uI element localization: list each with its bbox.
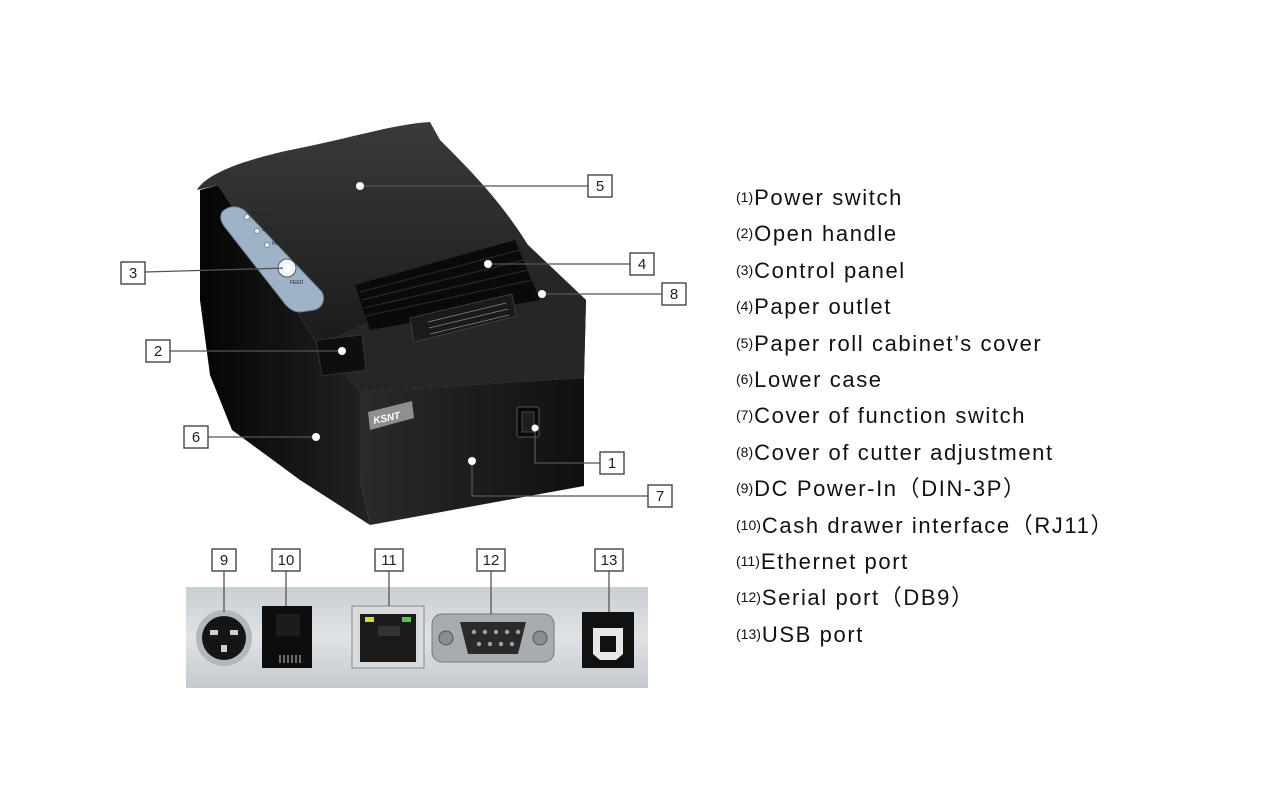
- callout-13: 13: [594, 548, 624, 572]
- leader-1: [534, 428, 600, 464]
- svg-text:11: 11: [381, 552, 397, 569]
- legend-item: (4)Paper outlet: [736, 294, 892, 320]
- callout-11: 11: [374, 548, 404, 572]
- serial-port: [431, 613, 555, 663]
- legend-item: (8)Cover of cutter adjustment: [736, 439, 1054, 465]
- lower-case: [360, 378, 584, 525]
- legend-item: (13)USB port: [736, 621, 864, 647]
- leader-lines: [144, 185, 662, 614]
- legend-item: (11)Ethernet port: [736, 548, 909, 574]
- caution-label: [409, 293, 517, 343]
- callout-10: 10: [271, 548, 301, 572]
- svg-text:3: 3: [129, 265, 137, 282]
- panel-label-error: ERROR: [262, 227, 280, 233]
- svg-text:5: 5: [596, 178, 604, 195]
- svg-text:2: 2: [154, 343, 162, 360]
- open-handle[interactable]: [315, 334, 367, 377]
- callout-4: 4: [629, 252, 655, 276]
- legend-item: (5)Paper roll cabinet’s cover: [736, 330, 1043, 356]
- dc-power-port: [196, 610, 252, 666]
- svg-text:7: 7: [656, 488, 664, 505]
- printer-left-side: [200, 185, 370, 525]
- svg-text:4: 4: [638, 256, 646, 273]
- legend-item: (10)Cash drawer interface（RJ11）: [736, 512, 1115, 538]
- ethernet-port: [351, 605, 425, 669]
- paper-led: [264, 242, 270, 248]
- legend-item: (12)Serial port（DB9）: [736, 585, 975, 611]
- panel-label-paper: PAPER: [272, 241, 289, 247]
- callout-8: 8: [661, 282, 687, 306]
- usb-port: [582, 612, 634, 668]
- svg-text:12: 12: [483, 552, 500, 569]
- cash-drawer-port: [262, 606, 312, 668]
- marker-dots: [283, 182, 546, 465]
- printer: POWER ERROR PAPER FEED KSNT: [197, 122, 586, 525]
- legend-item: (3)Control panel: [736, 257, 906, 283]
- legend-item: (2)Open handle: [736, 221, 898, 247]
- callout-6: 6: [183, 425, 209, 449]
- panel-label-power: POWER: [252, 211, 271, 217]
- power-led: [244, 214, 250, 220]
- leader-7: [471, 461, 648, 497]
- error-led: [254, 228, 260, 234]
- control-panel: [220, 206, 325, 313]
- callout-9: 9: [211, 548, 237, 572]
- svg-text:8: 8: [670, 286, 678, 303]
- callout-7: 7: [647, 484, 673, 508]
- port-strip: [186, 587, 648, 688]
- callout-12: 12: [476, 548, 506, 572]
- panel-label-feed: FEED: [290, 280, 304, 286]
- legend-item: (9)DC Power-In（DIN-3P）: [736, 476, 1027, 502]
- svg-text:1: 1: [608, 455, 616, 472]
- callout-1: 1: [599, 451, 625, 475]
- brand-badge: [368, 401, 414, 430]
- legend-item: (1)Power switch: [736, 185, 903, 210]
- svg-text:10: 10: [278, 552, 295, 569]
- svg-text:13: 13: [601, 552, 618, 569]
- parts-legend: (1)Power switch (2)Open handle (3)Contro…: [736, 184, 1114, 657]
- callouts: 1 2 3 4 5 6 7 8 9 10 11 12 13: [120, 174, 687, 572]
- callout-2: 2: [145, 339, 171, 363]
- caution-label-lines: [427, 302, 510, 335]
- callout-5: 5: [587, 174, 613, 198]
- leader-3: [144, 267, 288, 273]
- svg-text:9: 9: [220, 552, 228, 569]
- outlet-teeth: [359, 249, 533, 317]
- power-switch-rocker: [521, 411, 535, 433]
- legend-item: (6)Lower case: [736, 366, 883, 392]
- callout-3: 3: [120, 261, 146, 285]
- legend-item: (7)Cover of function switch: [736, 403, 1027, 429]
- svg-text:6: 6: [192, 429, 200, 446]
